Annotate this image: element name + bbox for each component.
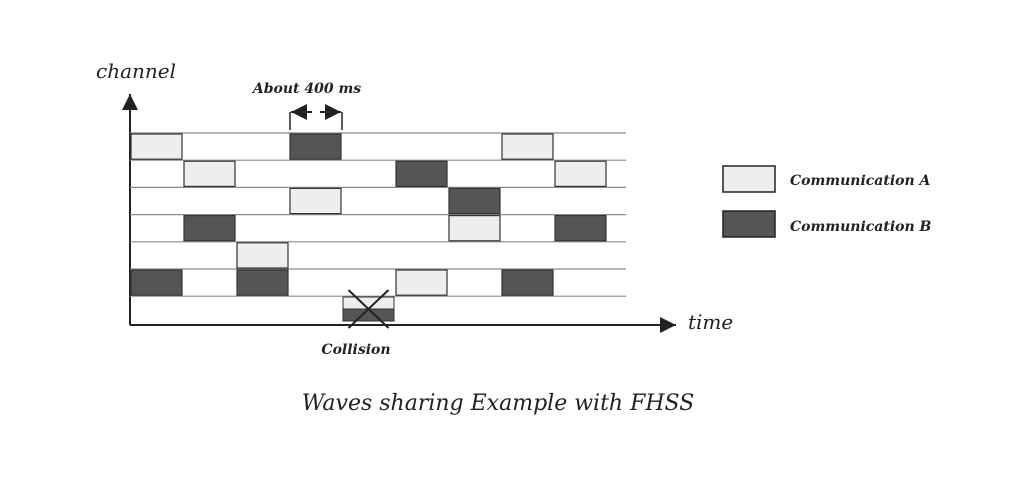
legend-swatch-communication-a <box>722 165 776 193</box>
hop-block-communication-b <box>501 269 554 296</box>
hop-block-communication-a <box>130 133 183 160</box>
legend-swatch-communication-b <box>722 210 776 238</box>
x-axis-label: time <box>688 310 733 334</box>
hop-block-communication-b <box>554 215 607 242</box>
collision-label: Collision <box>321 342 390 358</box>
legend-label-communication-a: Communication A <box>790 173 931 189</box>
collision-block-communication-a <box>342 296 395 310</box>
hop-block-communication-a <box>395 269 448 296</box>
diagram-caption: Waves sharing Example with FHSS <box>302 391 695 416</box>
hop-blocks <box>130 133 607 296</box>
hop-block-communication-a <box>448 215 501 242</box>
collision-marker <box>342 289 395 329</box>
slot-annotation-label: About 400 ms <box>251 81 361 97</box>
hop-block-communication-b <box>395 160 448 187</box>
hop-block-communication-b <box>183 215 236 242</box>
collision-cross-icon <box>347 289 390 329</box>
hop-block-communication-a <box>554 160 607 187</box>
hop-block-communication-b <box>289 133 342 160</box>
hop-block-communication-a <box>183 160 236 187</box>
hop-block-communication-a <box>236 242 289 269</box>
hop-block-communication-b <box>448 187 501 215</box>
hop-block-communication-a <box>289 187 342 215</box>
hop-block-communication-b <box>236 269 289 296</box>
slot-width-annotation <box>289 104 343 130</box>
hop-block-communication-a <box>501 133 554 160</box>
channel-grid <box>130 132 626 297</box>
hop-block-communication-b <box>130 269 183 296</box>
collision-block-communication-b <box>342 308 395 322</box>
y-axis-label: channel <box>96 59 176 83</box>
legend-label-communication-b: Communication B <box>790 219 932 235</box>
legend: Communication A Communication B <box>722 165 932 238</box>
